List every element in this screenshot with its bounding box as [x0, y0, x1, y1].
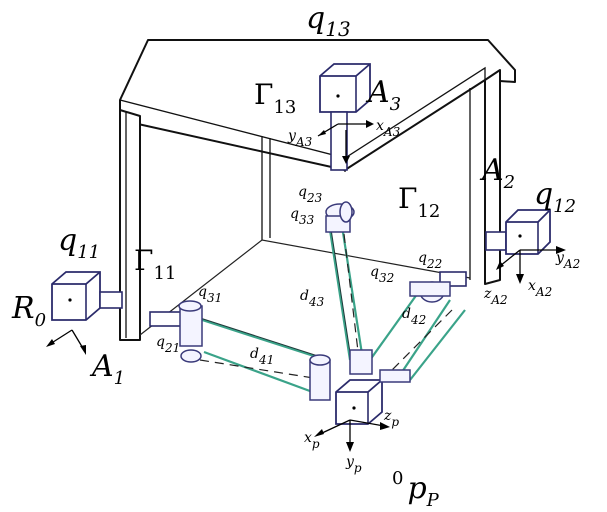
label-x-a2: xA2	[528, 278, 552, 299]
label-q11: q11	[58, 223, 100, 263]
label-q33: q33	[290, 206, 315, 227]
label-d41: d41	[250, 346, 274, 367]
actuator-a2	[485, 209, 566, 284]
label-d43: d43	[300, 288, 325, 309]
joint-chain-2	[409, 271, 467, 303]
label-a2: A2	[479, 153, 515, 193]
label-y-p: yp	[345, 454, 362, 475]
label-a1: A1	[89, 349, 125, 389]
label-r0: R0	[11, 291, 46, 331]
label-q12: q12	[534, 177, 576, 217]
actuator-a1	[46, 271, 185, 355]
label-y-a3: yA3	[287, 128, 313, 149]
label-y-a2: yA2	[555, 250, 580, 271]
label-q22: q22	[418, 250, 442, 271]
label-q32: q32	[370, 264, 394, 285]
moving-platform	[309, 349, 411, 452]
arm-d42	[369, 289, 466, 381]
actuator-a3	[317, 63, 374, 171]
label-z-p: zp	[383, 408, 399, 429]
label-q21: q21	[156, 334, 180, 355]
label-x-a3: xA3	[376, 118, 401, 139]
label-z-a2: zA2	[483, 286, 508, 307]
arm-d41	[195, 316, 322, 396]
label-q23: q23	[298, 184, 323, 205]
joint-chain-3	[325, 201, 355, 233]
label-gamma12: Γ12	[398, 182, 440, 222]
arm-d43	[328, 225, 364, 361]
projection-line-1	[199, 359, 327, 381]
label-q31: q31	[198, 284, 222, 305]
projection-line-3	[343, 233, 361, 369]
label-q13: q13	[306, 1, 351, 41]
label-a3: A3	[365, 75, 401, 115]
label-d42: d42	[402, 306, 426, 327]
robot-frame	[119, 39, 516, 341]
joint-chain-1	[178, 300, 203, 363]
label-gamma13: Γ13	[254, 78, 296, 118]
label-gamma11: Γ11	[134, 244, 176, 284]
label-x-p: xp	[304, 430, 320, 451]
